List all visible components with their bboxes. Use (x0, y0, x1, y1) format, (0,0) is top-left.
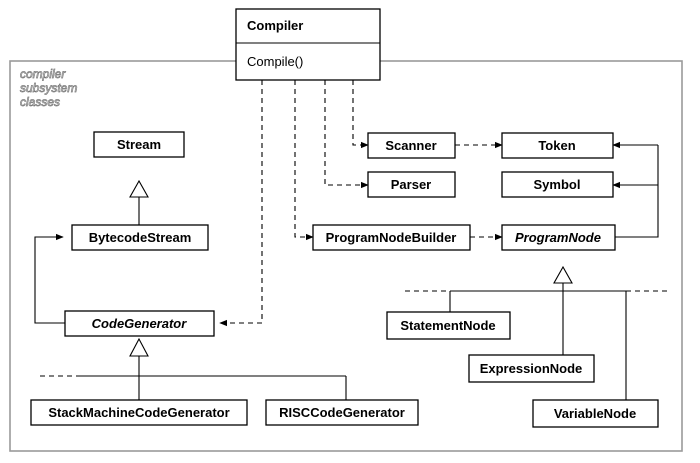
class-variablenode-name: VariableNode (554, 406, 636, 421)
assoc-codegenerator-bytecodestream (34, 233, 65, 324)
class-expressionnode[interactable]: ExpressionNode (468, 354, 595, 383)
class-programnodebuilder-name: ProgramNodeBuilder (326, 230, 457, 245)
class-risccodegenerator-name: RISCCodeGenerator (279, 405, 405, 420)
class-scanner[interactable]: Scanner (367, 132, 456, 159)
generalization-triangle-codegenerator (129, 337, 149, 357)
class-stream[interactable]: Stream (93, 131, 185, 158)
class-symbol-name: Symbol (534, 177, 581, 192)
class-codegenerator[interactable]: CodeGenerator (64, 310, 215, 337)
class-parser[interactable]: Parser (367, 171, 456, 198)
class-compiler-name: Compiler (247, 18, 303, 33)
assoc-programnode-refs (615, 145, 659, 238)
class-stackmachinecodegenerator-name: StackMachineCodeGenerator (48, 405, 229, 420)
class-stackmachinecodegenerator[interactable]: StackMachineCodeGenerator (30, 399, 248, 426)
dep-compiler-scanner (352, 80, 369, 149)
subsystem-label-line-1: compiler (20, 67, 66, 81)
subsystem-label-line-2: subsystem (20, 81, 77, 95)
class-compiler-operation: Compile() (247, 54, 303, 69)
class-token[interactable]: Token (501, 132, 614, 159)
class-expressionnode-name: ExpressionNode (480, 361, 583, 376)
dep-compiler-codegenerator (219, 80, 263, 327)
class-programnode[interactable]: ProgramNode (501, 224, 616, 251)
subsystem-label: compiler subsystem classes (20, 67, 78, 110)
dep-compiler-parser (324, 80, 369, 189)
class-risccodegenerator[interactable]: RISCCodeGenerator (265, 399, 419, 426)
dep-compiler-programnodebuilder (294, 80, 314, 241)
class-programnodebuilder[interactable]: ProgramNodeBuilder (312, 224, 471, 251)
class-programnode-name: ProgramNode (515, 230, 601, 245)
class-bytecodestream-name: BytecodeStream (89, 230, 192, 245)
class-variablenode[interactable]: VariableNode (532, 399, 659, 428)
class-parser-name: Parser (391, 177, 431, 192)
generalization-triangle-programnode (553, 265, 573, 284)
class-stream-name: Stream (117, 137, 161, 152)
class-scanner-name: Scanner (385, 138, 436, 153)
class-compiler[interactable]: Compiler Compile() (235, 8, 381, 81)
generalization-triangle-stream (129, 179, 149, 198)
subsystem-label-line-3: classes (20, 95, 60, 109)
class-bytecodestream[interactable]: BytecodeStream (71, 224, 209, 251)
class-codegenerator-name: CodeGenerator (92, 316, 188, 331)
class-statementnode[interactable]: StatementNode (386, 311, 511, 340)
class-symbol[interactable]: Symbol (501, 171, 614, 198)
class-token-name: Token (538, 138, 575, 153)
class-statementnode-name: StatementNode (400, 318, 495, 333)
